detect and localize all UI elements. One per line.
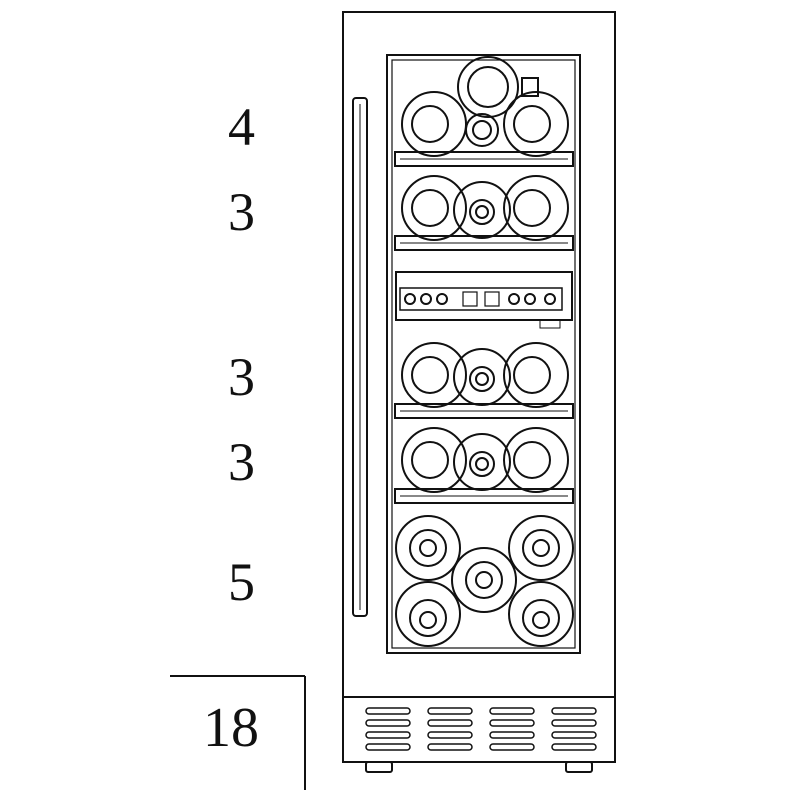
shelf-1-bottles bbox=[401, 56, 569, 157]
shelf-5-bottle-count: 5 bbox=[228, 552, 255, 612]
door-handle bbox=[352, 97, 368, 617]
shelf-1-bottle-count: 4 bbox=[228, 97, 255, 157]
shelf-rack-4 bbox=[394, 488, 574, 504]
shelf-2-bottle-count: 3 bbox=[228, 182, 255, 242]
shelf-4-bottles bbox=[401, 427, 569, 493]
shelf-5-bottles bbox=[395, 515, 574, 647]
shelf-rack-2 bbox=[394, 235, 574, 251]
cabinet-feet bbox=[365, 761, 593, 773]
shelf-3-bottle-count: 3 bbox=[228, 347, 255, 407]
total-bottle-count: 18 bbox=[203, 697, 259, 759]
shelf-4-bottle-count: 3 bbox=[228, 432, 255, 492]
ventilation-grille bbox=[342, 696, 616, 763]
shelf-3-bottles bbox=[401, 342, 569, 408]
shelf-2-bottles bbox=[401, 175, 569, 241]
control-panel bbox=[395, 271, 573, 329]
total-bracket bbox=[170, 675, 306, 790]
shelf-rack-1 bbox=[394, 151, 574, 167]
shelf-rack-3 bbox=[394, 403, 574, 419]
